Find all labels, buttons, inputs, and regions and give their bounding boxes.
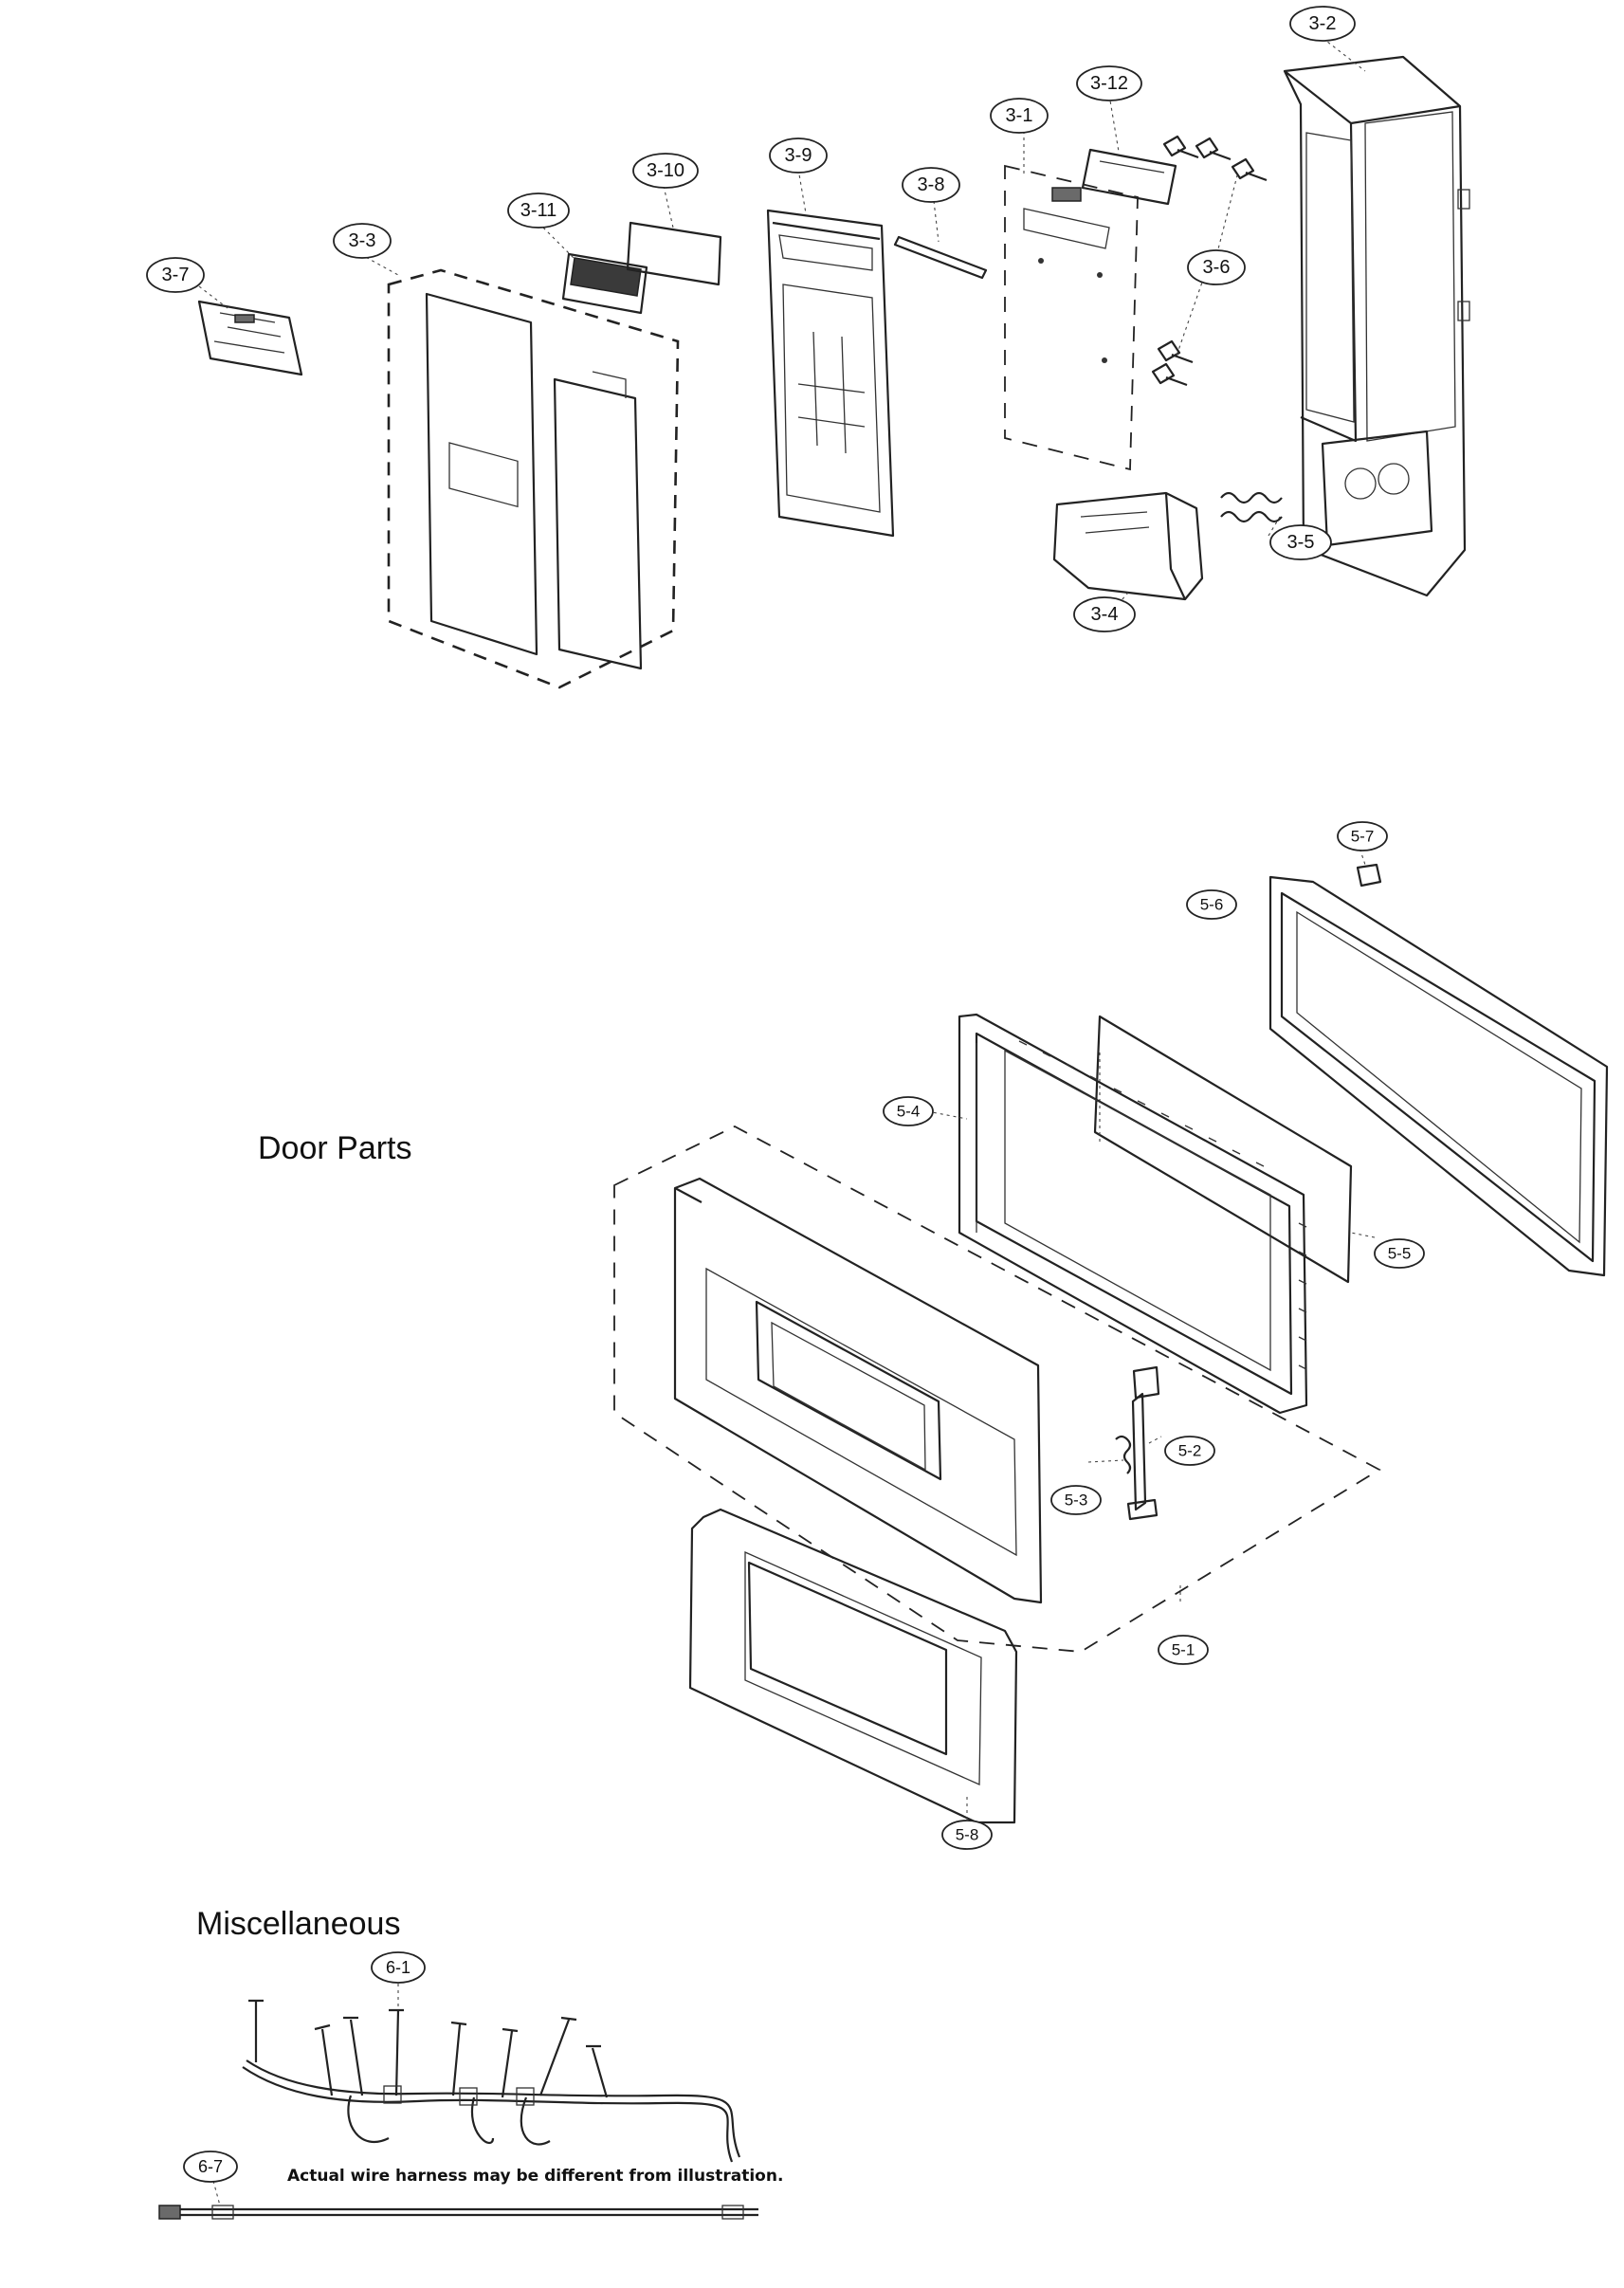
label-3-5: 3-5 (1269, 524, 1332, 560)
label-5-1: 5-1 (1158, 1635, 1209, 1665)
part-3-11-display-window (561, 252, 648, 315)
part-3-10-filter (626, 221, 722, 286)
label-3-7: 3-7 (146, 257, 205, 293)
part-5-2-latch (1126, 1365, 1160, 1521)
svg-text:5-1: 5-1 (1172, 1641, 1195, 1659)
svg-text:3-8: 3-8 (918, 174, 945, 195)
part-6-7-wire (158, 2205, 758, 2220)
label-3-12: 3-12 (1076, 65, 1142, 101)
section-title-miscellaneous: Miscellaneous (196, 1906, 400, 1942)
label-5-3: 5-3 (1050, 1485, 1102, 1515)
svg-text:6-1: 6-1 (386, 1958, 411, 1977)
label-3-10: 3-10 (632, 153, 699, 189)
part-3-7-pcb (197, 300, 303, 376)
part-5-6-outer-frame (1268, 863, 1609, 1277)
part-3-1-main-pcb (1004, 164, 1139, 471)
svg-text:3-1: 3-1 (1006, 105, 1033, 126)
svg-text:3-5: 3-5 (1287, 532, 1315, 553)
label-3-8: 3-8 (902, 167, 960, 203)
part-3-12-board (1081, 148, 1177, 206)
part-3-3-keypad-assembly (387, 268, 680, 689)
label-3-4: 3-4 (1073, 596, 1136, 632)
label-3-1: 3-1 (990, 98, 1049, 134)
part-5-5-film (1093, 1015, 1353, 1284)
svg-text:3-2: 3-2 (1309, 13, 1337, 34)
svg-text:3-10: 3-10 (647, 160, 684, 181)
label-5-5: 5-5 (1374, 1238, 1425, 1269)
label-3-9: 3-9 (769, 137, 828, 174)
svg-text:5-4: 5-4 (897, 1103, 921, 1121)
svg-text:3-6: 3-6 (1203, 257, 1231, 278)
part-5-door-face (673, 1177, 1043, 1604)
label-5-6: 5-6 (1186, 889, 1237, 920)
svg-text:6-7: 6-7 (198, 2157, 223, 2176)
part-3-8-rod (893, 235, 988, 280)
label-5-8: 5-8 (941, 1820, 993, 1850)
part-3-4-handle (1052, 491, 1204, 601)
part-3-9-panel-frame (766, 209, 895, 538)
control-panel-group (197, 37, 1470, 689)
part-5-3-spring (1115, 1435, 1132, 1474)
part-5-1-boundary (613, 1125, 1381, 1653)
label-3-2: 3-2 (1289, 6, 1356, 42)
svg-text:3-4: 3-4 (1091, 604, 1119, 625)
part-3-6-screws (1151, 135, 1268, 387)
label-6-1: 6-1 (371, 1951, 426, 1984)
part-3-2-housing (1283, 55, 1470, 597)
part-6-1-wire-harness (242, 1999, 741, 2163)
label-6-7: 6-7 (183, 2151, 238, 2183)
label-5-2: 5-2 (1164, 1436, 1215, 1466)
part-5-4-inner-frame (958, 1013, 1308, 1415)
label-3-3: 3-3 (333, 223, 392, 259)
label-3-11: 3-11 (507, 192, 570, 229)
svg-text:3-9: 3-9 (785, 145, 812, 166)
door-parts-group (613, 835, 1609, 1824)
svg-text:3-12: 3-12 (1090, 73, 1128, 94)
harness-note: Actual wire harness may be different fro… (287, 2167, 783, 2186)
part-5-8-door-panel (688, 1508, 1018, 1824)
svg-text:5-3: 5-3 (1065, 1492, 1088, 1510)
label-5-7: 5-7 (1337, 821, 1388, 851)
svg-text:5-8: 5-8 (956, 1826, 979, 1844)
svg-text:5-7: 5-7 (1351, 828, 1375, 846)
section-title-door-parts: Door Parts (258, 1130, 412, 1166)
label-5-4: 5-4 (883, 1096, 934, 1126)
label-3-6: 3-6 (1187, 249, 1246, 285)
svg-text:3-3: 3-3 (349, 230, 376, 251)
svg-text:5-2: 5-2 (1178, 1442, 1202, 1460)
svg-text:3-7: 3-7 (162, 265, 190, 285)
svg-text:5-5: 5-5 (1388, 1245, 1412, 1263)
svg-text:5-6: 5-6 (1200, 896, 1224, 914)
misc-group (158, 1984, 758, 2220)
part-3-5-spring (1220, 491, 1283, 523)
part-labels: 3-2 3-12 3-1 3-8 3-9 3-10 3-11 3-3 3-7 3… (146, 6, 1425, 2183)
svg-text:3-11: 3-11 (520, 200, 557, 221)
